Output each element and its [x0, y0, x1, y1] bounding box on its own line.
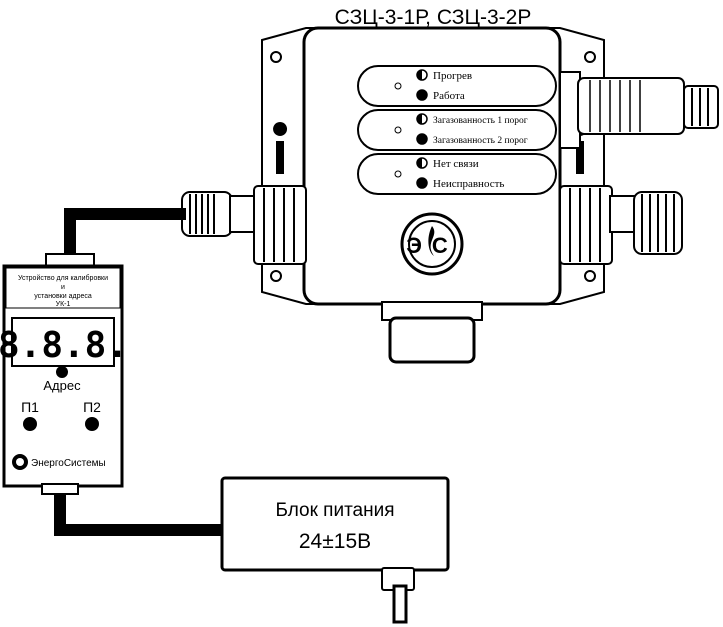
screw-icon: [270, 51, 282, 63]
p1-label: П1: [21, 399, 39, 415]
indicator-label: Загазованность 1 порог: [433, 116, 528, 126]
p2-label: П2: [83, 399, 101, 415]
calibrator-title-line-1: Устройство для калибровки: [18, 274, 108, 282]
calibrator-title-line-4: УК-1: [56, 301, 71, 308]
p1-button[interactable]: [23, 417, 37, 431]
indicator-label: Прогрев: [433, 70, 472, 82]
filled-led-icon: [416, 89, 428, 101]
display-readout: 8.8.8.: [0, 325, 128, 366]
address-label: Адрес: [43, 378, 81, 393]
cable-gland-right: [559, 185, 683, 265]
indicator-group-gas: [357, 109, 557, 151]
power-supply-title: Блок питания: [275, 500, 394, 521]
cable-gland-left: [181, 185, 307, 265]
p2-button[interactable]: [85, 417, 99, 431]
power-supply-unit: Блок питания 24±15В: [220, 476, 450, 624]
half-filled-led-icon: [416, 157, 428, 169]
cable-calibrator-to-sensor: [64, 208, 186, 262]
screw-icon: [584, 270, 596, 282]
screw-icon: [270, 270, 282, 282]
logo-text: ЭС: [406, 233, 458, 258]
sensor-head: [388, 316, 476, 364]
calibrator-title-line-3: установки адреса: [34, 293, 92, 300]
brand-label: ЭнергоСистемы: [31, 458, 106, 469]
seven-segment-display: [11, 317, 115, 367]
calibrator-device: Устройство для калибровки и установки ад…: [0, 253, 128, 495]
keyhole-icon: [273, 122, 288, 174]
indicator-label: Неисправность: [433, 178, 504, 190]
cable-calibrator-to-power: [54, 488, 222, 536]
indicator-label: Работа: [433, 90, 465, 102]
calibrator-title-line-2: и: [61, 284, 65, 291]
half-filled-led-icon: [416, 113, 428, 125]
indicator-label: Нет связи: [433, 158, 479, 170]
half-filled-led-icon: [416, 69, 428, 81]
power-supply-voltage: 24±15В: [299, 530, 371, 553]
indicator-group-status: [357, 65, 557, 107]
indicator-label: Загазованность 2 порог: [433, 136, 528, 146]
address-led: [56, 366, 68, 378]
energosystems-logo-icon: [12, 454, 28, 470]
filled-led-icon: [416, 133, 428, 145]
indicator-group-fault: [357, 153, 557, 195]
model-title: СЗЦ-3-1Р, СЗЦ-3-2Р: [335, 6, 532, 29]
cable-connector-top-right: [559, 71, 719, 149]
ees-logo-icon: ЭС: [400, 212, 464, 276]
filled-led-icon: [416, 177, 428, 189]
screw-icon: [584, 51, 596, 63]
